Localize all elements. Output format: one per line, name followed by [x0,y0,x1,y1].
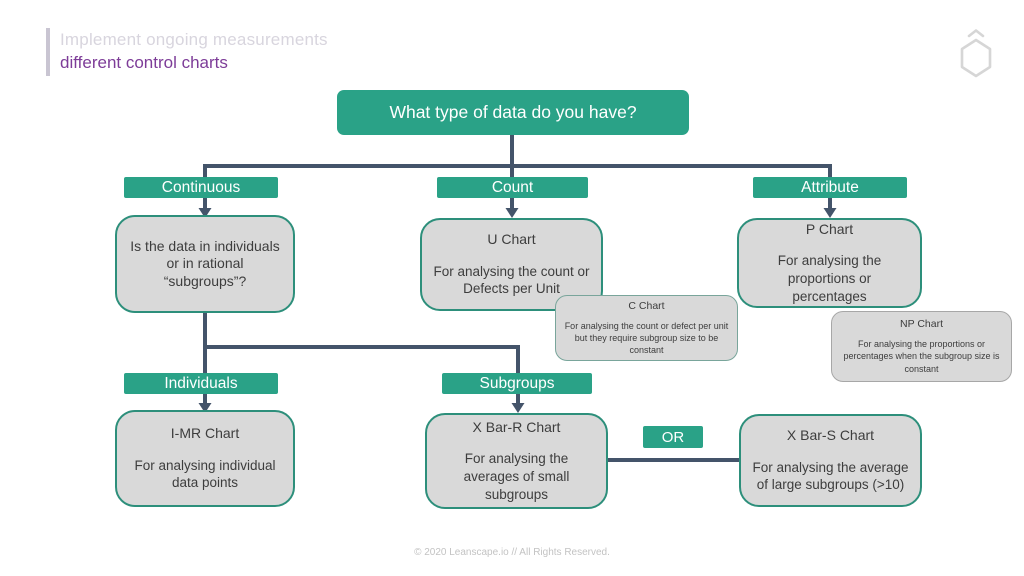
node-np-chart: NP Chart For analysing the proportions o… [831,311,1012,382]
node-title: U Chart [487,231,536,248]
node-title: X Bar-R Chart [472,418,561,435]
node-rational-subgroups-question: Is the data in individuals or in rationa… [115,215,295,313]
node-title: NP Chart [900,318,943,331]
arrow-down-icon [198,208,212,218]
slide-title: different control charts [60,53,228,72]
branch-label-count: Count [437,177,588,198]
node-c-chart: C Chart For analysing the count or defec… [555,295,738,361]
arrow-down-icon [511,403,525,413]
node-description: For analysing the proportions or percent… [843,339,1000,374]
node-title: C Chart [628,299,665,312]
or-label: OR [643,426,703,448]
split-label-subgroups: Subgroups [442,373,592,394]
arrow-down-icon [198,403,212,413]
split-label-individuals: Individuals [124,373,278,394]
arrow-down-icon [823,208,837,218]
node-xbar-s-chart: X Bar-S Chart For analysing the average … [739,414,922,507]
root-question-box: What type of data do you have? [337,90,689,135]
node-description: For analysing the proportions or percent… [777,253,882,304]
branch-label-attribute: Attribute [753,177,907,198]
node-text: Is the data in individuals or in rationa… [130,237,280,289]
node-description: For analysing the averages of small subg… [463,451,570,502]
node-title: P Chart [805,220,854,237]
copyright-footer: © 2020 Leanscape.io // All Rights Reserv… [414,547,610,558]
arrow-down-icon [505,208,519,218]
header-accent-bar [46,28,50,76]
branch-label-continuous: Continuous [124,177,278,198]
node-imr-chart: I-MR Chart For analysing individual data… [115,410,295,507]
hexagon-logo-icon [960,29,992,78]
node-p-chart: P Chart For analysing the proportions or… [737,218,922,308]
node-description: For analysing the average of large subgr… [752,459,909,493]
node-description: For analysing individual data points [134,457,276,491]
node-description: For analysing the count or defect per un… [564,320,729,356]
node-xbar-r-chart: X Bar-R Chart For analysing the averages… [425,413,608,509]
node-description: For analysing the count or Defects per U… [433,263,590,297]
node-u-chart: U Chart For analysing the count or Defec… [420,218,603,311]
node-title: X Bar-S Chart [786,427,875,444]
node-title: I-MR Chart [170,425,240,442]
slide-kicker: Implement ongoing measurements [60,30,328,49]
